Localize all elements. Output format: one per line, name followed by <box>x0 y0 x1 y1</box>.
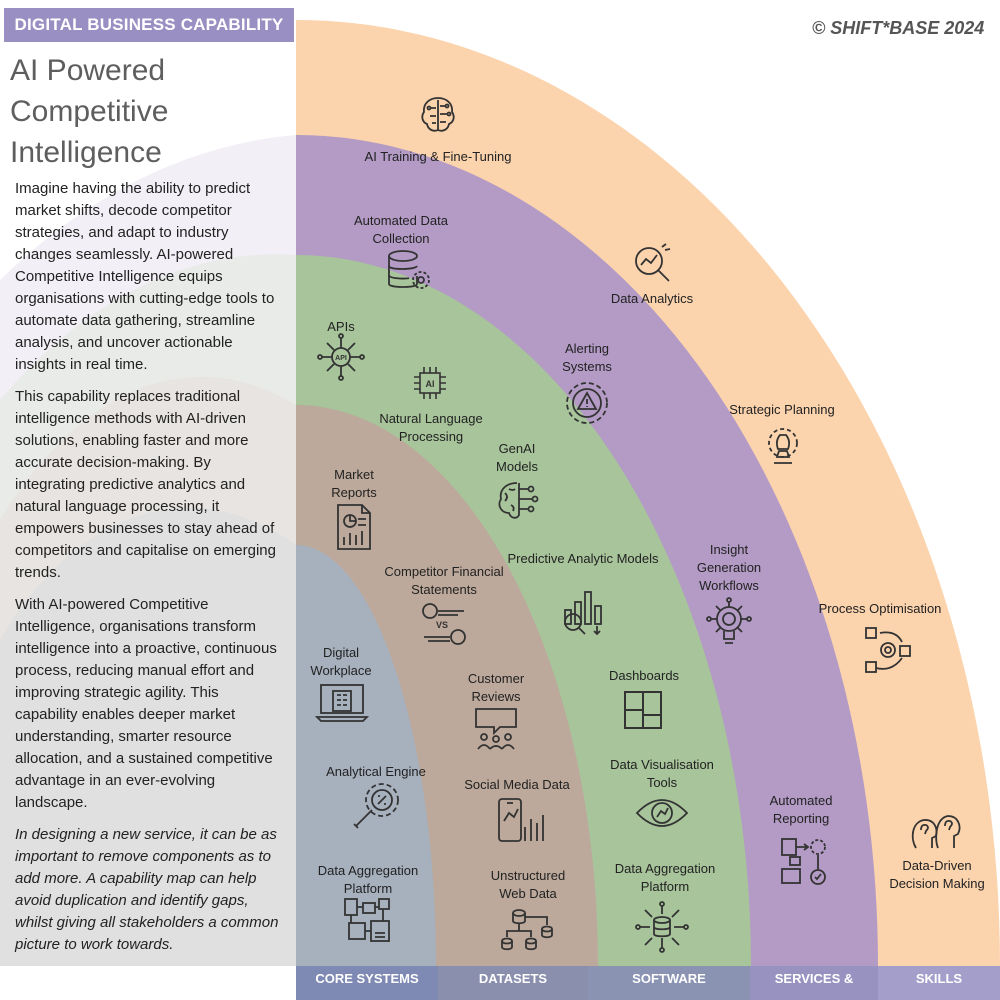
item-social-media-data: Social Media Data <box>464 777 570 792</box>
svg-text:API: API <box>335 355 347 362</box>
item-market-reports: Market Reports <box>331 467 377 500</box>
item-data-analytics: Data Analytics <box>610 291 694 306</box>
report-flow-icon <box>778 835 832 889</box>
bulb-network-icon <box>704 597 754 653</box>
item-automated-reporting: Automated Reporting <box>769 793 833 826</box>
copyright-label: © SHIFT*BASE 2024 <box>812 18 985 38</box>
capability-banner: DIGITAL BUSINESS CAPABILITY <box>4 8 294 42</box>
report-document-icon <box>334 503 374 551</box>
gear-search-icon <box>350 780 404 832</box>
intro-paragraph-2: This capability replaces traditional int… <box>15 388 276 581</box>
legend-datasets: DATASETS <box>438 966 588 1000</box>
ai-chip-icon: AI <box>410 363 450 403</box>
item-data-aggregation-platform-core: Data Aggregation Platform <box>317 863 419 896</box>
legend-services-process: SERVICES & PROCESS <box>750 966 878 1000</box>
description-panel <box>0 0 296 1000</box>
item-ai-training: AI Training & Fine-Tuning <box>364 149 512 164</box>
question-heads-icon <box>908 808 964 852</box>
item-genai-models: GenAI Models <box>496 441 538 474</box>
item-natural-language-processing: Natural Language Processing <box>379 411 483 444</box>
item-process-optimisation: Process Optimisation <box>818 601 942 616</box>
item-alerting-systems: Alerting Systems <box>562 341 612 374</box>
brain-circuit-icon <box>415 92 461 138</box>
item-apis: APIs <box>327 319 355 334</box>
circuit-board-icon <box>343 897 391 945</box>
versus-profiles-icon: VS <box>418 601 470 649</box>
brain-nodes-icon <box>493 479 541 523</box>
ring-core <box>296 545 436 966</box>
database-network-icon <box>635 900 689 954</box>
intro-paragraph-1: Imagine having the ability to predict ma… <box>15 180 275 373</box>
api-network-icon: API <box>316 332 366 382</box>
svg-text:VS: VS <box>436 620 448 630</box>
data-hierarchy-icon <box>501 907 555 953</box>
review-people-icon <box>472 705 520 751</box>
alert-gear-icon <box>561 377 613 429</box>
chess-gear-icon <box>760 423 806 469</box>
phone-chart-icon <box>495 797 545 843</box>
legend-core-systems: CORE SYSTEMS <box>296 966 438 1000</box>
intro-text: Imagine having the ability to predict ma… <box>15 178 285 966</box>
item-dashboards: Dashboards <box>608 668 680 683</box>
item-automated-data-collection: Automated Data Collection <box>354 213 448 246</box>
page-title: AI Powered Competitive Intelligence <box>10 54 169 169</box>
item-data-visualisation-tools: Data Visualisation Tools <box>610 757 714 790</box>
item-strategic-planning: Strategic Planning <box>729 402 835 417</box>
item-analytical-engine: Analytical Engine <box>326 764 426 779</box>
process-cycle-icon <box>862 624 914 676</box>
item-predictive-analytic-models: Predictive Analytic Models <box>507 551 659 566</box>
item-data-aggregation-platform-software: Data Aggregation Platform <box>614 861 716 894</box>
dashboard-icon <box>622 689 664 731</box>
predictive-chart-icon <box>557 586 609 638</box>
item-unstructured-web-data: Unstructured Web Data <box>490 868 566 901</box>
eye-chart-icon <box>635 793 689 833</box>
design-note: In designing a new service, it can be as… <box>15 826 279 953</box>
category-legend: CORE SYSTEMS DATASETS SOFTWARE SERVICES … <box>296 966 1000 1000</box>
magnifier-chart-icon <box>629 241 675 287</box>
legend-skills: SKILLS <box>878 966 1000 1000</box>
item-insight-generation-workflows: Insight Generation Workflows <box>696 542 762 593</box>
intro-paragraph-3: With AI-powered Competitive Intelligence… <box>15 596 277 811</box>
laptop-building-icon <box>315 683 369 723</box>
legend-software: SOFTWARE <box>588 966 750 1000</box>
item-competitor-financial-statements: Competitor Financial Statements <box>384 564 504 597</box>
item-data-driven-decision-making: Data-Driven Decision Making <box>889 858 985 891</box>
item-digital-workplace: Digital Workplace <box>310 645 372 678</box>
item-customer-reviews: Customer Reviews <box>467 671 525 704</box>
svg-text:AI: AI <box>426 379 435 389</box>
database-gear-icon <box>385 246 435 296</box>
